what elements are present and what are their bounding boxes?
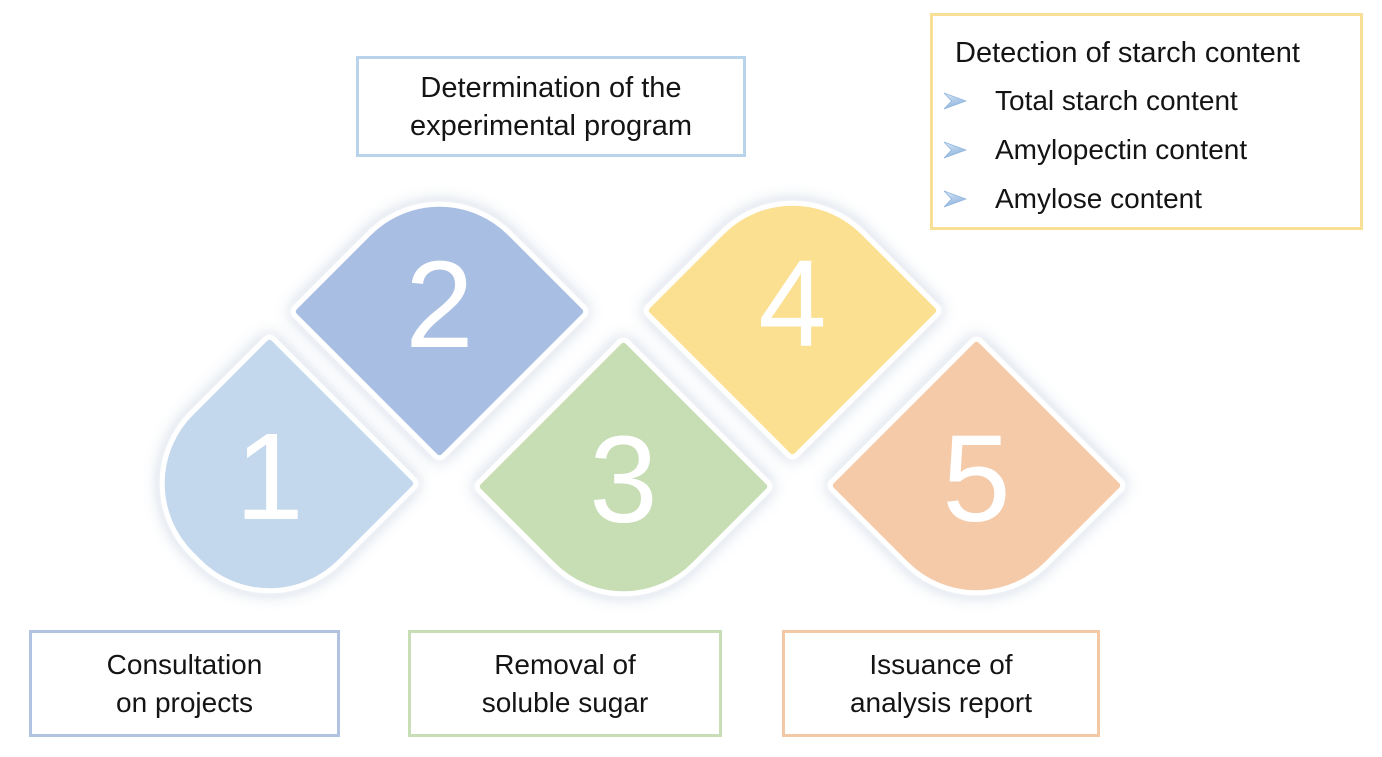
label-line: Determination of the — [420, 71, 682, 104]
step-2-number: 2 — [405, 237, 474, 374]
label-experimental-program: Determination of the experimental progra… — [356, 56, 746, 157]
label-line: analysis report — [849, 686, 1033, 718]
starch-detection-title: Detection of starch content — [955, 37, 1300, 69]
list-item: Amylopectin content — [933, 125, 1350, 174]
label-consultation: Consultation on projects — [29, 630, 340, 737]
list-item-label: Total starch content — [995, 84, 1238, 116]
label-line: Removal of — [494, 648, 636, 680]
label-line: on projects — [116, 686, 253, 718]
label-analysis-report: Issuance of analysis report — [782, 630, 1100, 737]
list-item: Total starch content — [933, 76, 1350, 125]
step-3-number: 3 — [589, 412, 658, 549]
step-4-number: 4 — [758, 236, 827, 373]
arrow-bullet-icon — [943, 141, 967, 158]
list-item: Amylose content — [933, 174, 1350, 223]
label-line: soluble sugar — [481, 686, 649, 718]
label-line: Consultation — [106, 648, 263, 680]
label-line: experimental program — [409, 109, 693, 142]
label-soluble-sugar: Removal of soluble sugar — [408, 630, 722, 737]
arrow-bullet-icon — [943, 190, 967, 207]
label-line: Issuance of — [869, 648, 1013, 680]
arrow-bullet-icon — [943, 92, 967, 109]
label-starch-detection: Detection of starch content Total starch… — [930, 13, 1363, 230]
starch-detection-list: Total starch content Amylopectin content… — [933, 76, 1350, 223]
list-item-label: Amylopectin content — [995, 133, 1248, 165]
list-item-label: Amylose content — [995, 182, 1202, 214]
step-5-number: 5 — [942, 411, 1011, 548]
